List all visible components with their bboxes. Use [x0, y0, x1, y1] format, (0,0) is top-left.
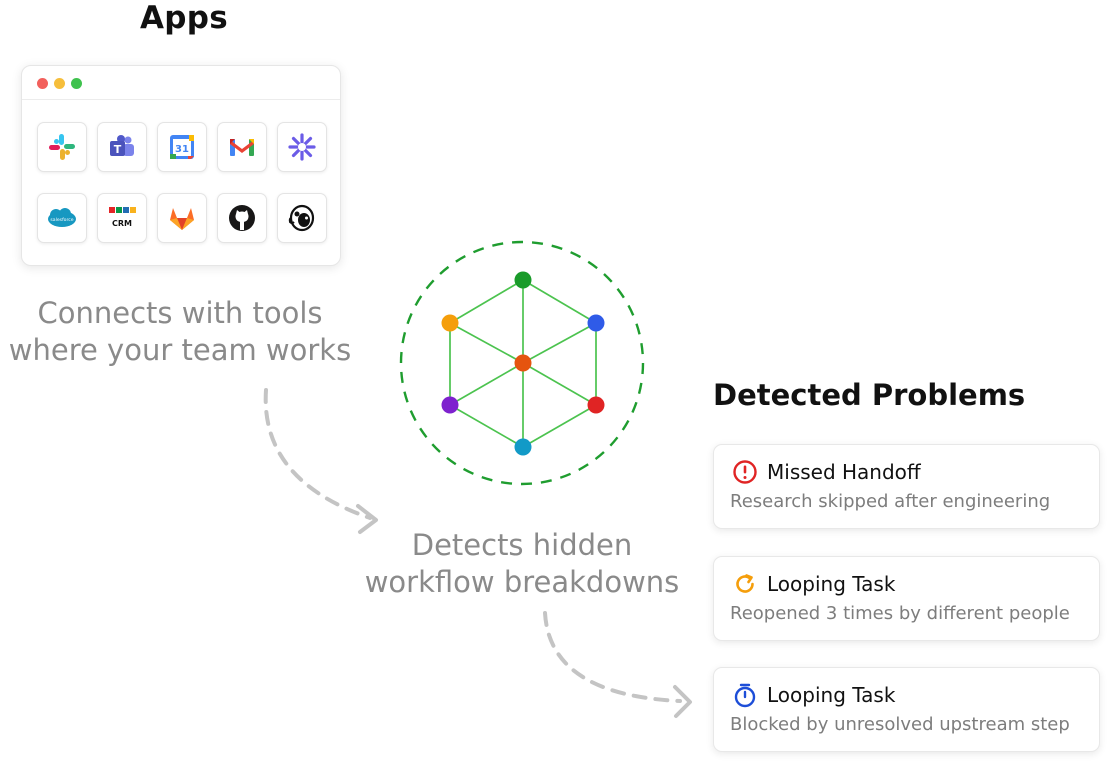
- problem-subtitle: Reopened 3 times by different people: [730, 603, 1070, 624]
- svg-text:T: T: [114, 143, 122, 156]
- graph-node-upper-left: [441, 314, 459, 332]
- stopwatch-icon: [734, 683, 756, 708]
- connects-caption-line2: where your team works: [8, 333, 352, 367]
- graph-node-lower-left: [441, 396, 459, 414]
- graph-node-bottom: [514, 438, 532, 456]
- detects-caption-line1: Detects hidden: [411, 528, 633, 562]
- problem-card-looping-task-blocked[interactable]: Looping Task Blocked by unresolved upstr…: [713, 667, 1100, 752]
- problem-card-looping-task-reopened[interactable]: Looping Task Reopened 3 times by differe…: [713, 556, 1100, 641]
- graph-node-upper-right: [587, 314, 605, 332]
- google-calendar-icon[interactable]: 31: [157, 122, 207, 172]
- alert-circle-icon: [733, 460, 757, 484]
- detected-problems-title: Detected Problems: [713, 378, 1026, 412]
- salesforce-wordmark: salesforce: [50, 217, 73, 223]
- detects-caption-line2: workflow breakdowns: [364, 565, 680, 599]
- detects-caption: Detects hidden workflow breakdowns: [352, 527, 692, 601]
- maximize-window-dot[interactable]: [71, 78, 82, 89]
- problem-title: Looping Task: [767, 683, 896, 707]
- problem-subtitle: Research skipped after engineering: [730, 491, 1051, 512]
- connects-caption-line1: Connects with tools: [37, 296, 323, 330]
- workflow-network-graph: [399, 240, 645, 486]
- slack-icon[interactable]: [37, 122, 87, 172]
- salesforce-icon[interactable]: salesforce: [37, 193, 87, 243]
- window-titlebar: [22, 66, 340, 100]
- calendar-day-text: 31: [175, 144, 189, 155]
- dashed-arrow-to-problems: [543, 611, 692, 718]
- gitlab-icon[interactable]: [157, 193, 207, 243]
- apps-window: T 31: [21, 65, 341, 266]
- close-window-dot[interactable]: [37, 78, 48, 89]
- graph-node-center: [514, 354, 532, 372]
- apps-title: Apps: [140, 0, 229, 36]
- problem-subtitle: Blocked by unresolved upstream step: [730, 714, 1070, 735]
- github-icon[interactable]: [217, 193, 267, 243]
- connects-caption: Connects with tools where your team work…: [0, 295, 360, 369]
- minimize-window-dot[interactable]: [54, 78, 65, 89]
- problem-card-missed-handoff[interactable]: Missed Handoff Research skipped after en…: [713, 444, 1100, 529]
- problem-title: Looping Task: [767, 572, 896, 596]
- asterisk-app-icon[interactable]: [277, 122, 327, 172]
- microsoft-teams-icon[interactable]: T: [97, 122, 147, 172]
- graph-node-lower-right: [587, 396, 605, 414]
- gmail-icon[interactable]: [217, 122, 267, 172]
- refresh-icon: [736, 574, 754, 593]
- problem-title: Missed Handoff: [767, 460, 921, 484]
- crm-label: CRM: [112, 219, 132, 228]
- zoho-crm-icon[interactable]: CRM: [97, 193, 147, 243]
- dashed-arrow-to-detector: [263, 388, 378, 534]
- graph-node-top: [514, 271, 532, 289]
- mailchimp-icon[interactable]: [277, 193, 327, 243]
